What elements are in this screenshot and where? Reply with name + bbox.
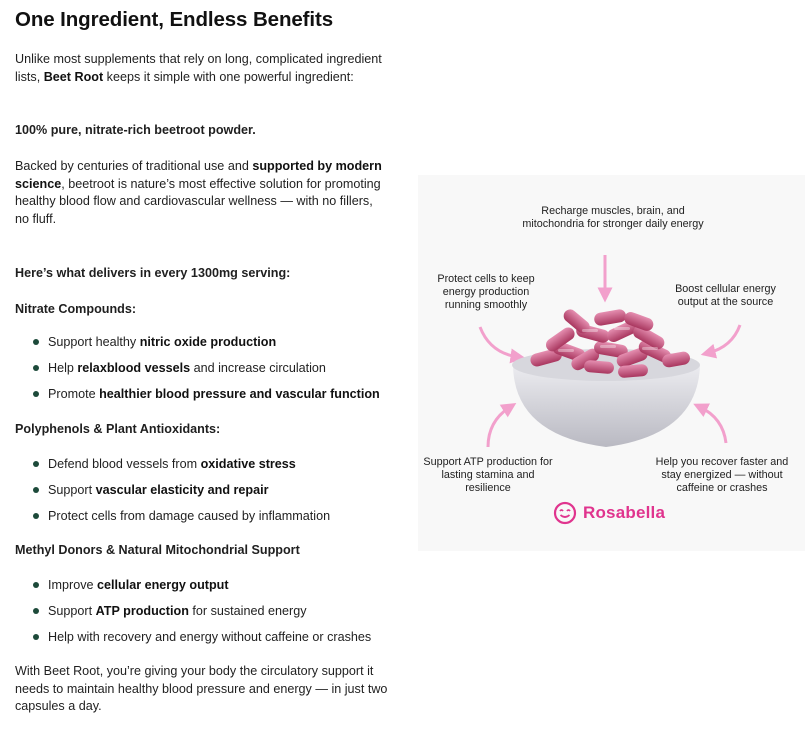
list-item: Help relaxblood vessels and increase cir… — [33, 355, 380, 381]
list-item: Improve cellular energy output — [33, 572, 371, 598]
backed-strong: supported by modern science — [15, 159, 382, 191]
item-text: Support — [48, 604, 96, 618]
item-text: for sustained energy — [188, 604, 307, 618]
capsules-icon — [530, 309, 690, 378]
benefit-list-nitrate: Support healthy nitric oxide production … — [33, 329, 380, 407]
list-item: Promote healthier blood pressure and vas… — [33, 381, 380, 407]
intro-text-2: keeps it simple with one powerful ingred… — [103, 69, 354, 84]
arrow-right-icon — [700, 324, 742, 359]
item-strong: nitric oxide production — [139, 335, 277, 349]
pure-statement: 100% pure, nitrate-rich beetroot powder. — [15, 123, 256, 137]
item-strong: vascular elasticity and repair — [95, 483, 269, 497]
arrow-bottom-right-icon — [693, 403, 728, 444]
list-item: Support vascular elasticity and repair — [33, 477, 330, 503]
benefit-bottom-right-text: Help you recover faster and stay energiz… — [655, 456, 789, 494]
item-strong: cellular energy output — [97, 578, 229, 592]
closing-paragraph: With Beet Root, you’re giving your body … — [15, 664, 388, 713]
item-text: Support healthy — [48, 335, 140, 349]
item-text: Promote — [48, 387, 100, 401]
benefit-list-polyphenols: Defend blood vessels from oxidative stre… — [33, 451, 330, 529]
item-text: and increase circulation — [190, 361, 326, 375]
brand-logo: Rosabella — [553, 501, 665, 525]
item-text: Protect cells from damage caused by infl… — [48, 509, 331, 523]
item-strong: relaxblood vessels — [77, 361, 191, 375]
backed-paragraph: Backed by centuries of traditional use a… — [15, 158, 390, 228]
list-item: Support ATP production for sustained ene… — [33, 598, 371, 624]
infographic-artwork — [478, 255, 742, 448]
bowl-icon — [513, 365, 700, 447]
backed-text-1: Backed by centuries of traditional use a… — [15, 159, 253, 173]
benefit-list-methyl: Improve cellular energy output Support A… — [33, 572, 371, 650]
benefit-top-text: Recharge muscles, brain, and mitochondri… — [522, 205, 704, 230]
list-item: Defend blood vessels from oxidative stre… — [33, 451, 330, 477]
item-text: Improve — [48, 578, 97, 592]
list-item: Support healthy nitric oxide production — [33, 329, 380, 355]
item-text: Help — [48, 361, 78, 375]
benefits-infographic: Recharge muscles, brain, and mitochondri… — [418, 175, 805, 551]
backed-text-2: , beetroot is nature’s most effective so… — [15, 176, 381, 226]
section-heading-methyl: Methyl Donors & Natural Mitochondrial Su… — [15, 543, 300, 557]
item-text: Defend blood vessels from — [48, 457, 201, 471]
item-strong: healthier blood pressure and vascular fu… — [99, 387, 380, 401]
serving-heading: Here’s what delivers in every 1300mg ser… — [15, 266, 291, 280]
section-heading-polyphenols: Polyphenols & Plant Antioxidants: — [15, 422, 221, 436]
item-text: Support — [48, 483, 96, 497]
benefit-bottom-left-text: Support ATP production for lasting stami… — [423, 456, 553, 494]
intro-strong: Beet Root — [43, 69, 104, 84]
arrow-left-icon — [478, 326, 526, 364]
list-item: Protect cells from damage caused by infl… — [33, 503, 330, 529]
intro-paragraph: Unlike most supplements that rely on lon… — [15, 51, 390, 86]
item-text: Help with recovery and energy without ca… — [48, 630, 372, 644]
list-item: Help with recovery and energy without ca… — [33, 624, 371, 650]
benefit-left-text: Protect cells to keep energy production … — [437, 273, 535, 311]
page-title: One Ingredient, Endless Benefits — [15, 8, 334, 31]
item-strong: oxidative stress — [200, 457, 296, 471]
intro-text-1: Unlike most supplements that rely on lon… — [15, 52, 382, 84]
smile-face-icon — [553, 501, 577, 525]
benefit-right-text: Boost cellular energy output at the sour… — [675, 283, 776, 308]
item-strong: ATP production — [95, 604, 189, 618]
arrow-bottom-left-icon — [486, 402, 517, 448]
brand-name: Rosabella — [583, 503, 666, 522]
section-heading-nitrate: Nitrate Compounds: — [15, 302, 137, 316]
